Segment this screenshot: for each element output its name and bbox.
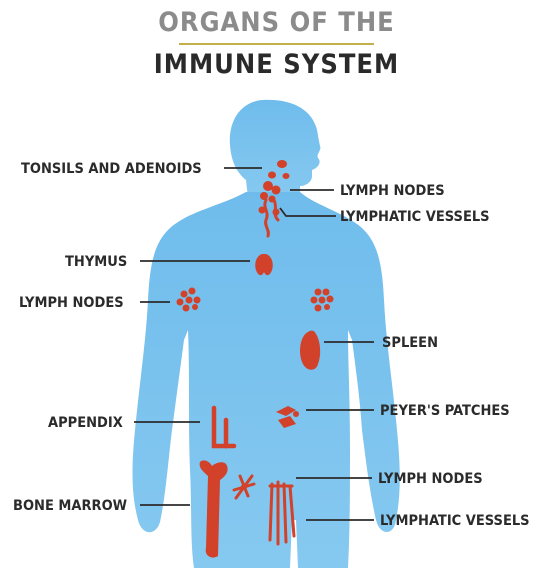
label-spleen: SPLEEN [382,335,438,351]
label-lymphatic-vessels-neck: LYMPHATIC VESSELS [340,209,490,225]
label-lymph-nodes-arm: LYMPH NODES [19,295,124,311]
label-thymus: THYMUS [65,254,127,270]
label-lymph-nodes-groin: LYMPH NODES [378,471,483,487]
label-appendix: APPENDIX [48,415,123,431]
label-bone-marrow: BONE MARROW [13,498,127,514]
label-peyers-patches: PEYER'S PATCHES [380,403,510,419]
label-tonsils-adenoids: TONSILS AND ADENOIDS [21,161,202,177]
label-lymph-nodes-neck: LYMPH NODES [340,183,445,199]
label-lymphatic-vessels-leg: LYMPHATIC VESSELS [380,513,530,529]
